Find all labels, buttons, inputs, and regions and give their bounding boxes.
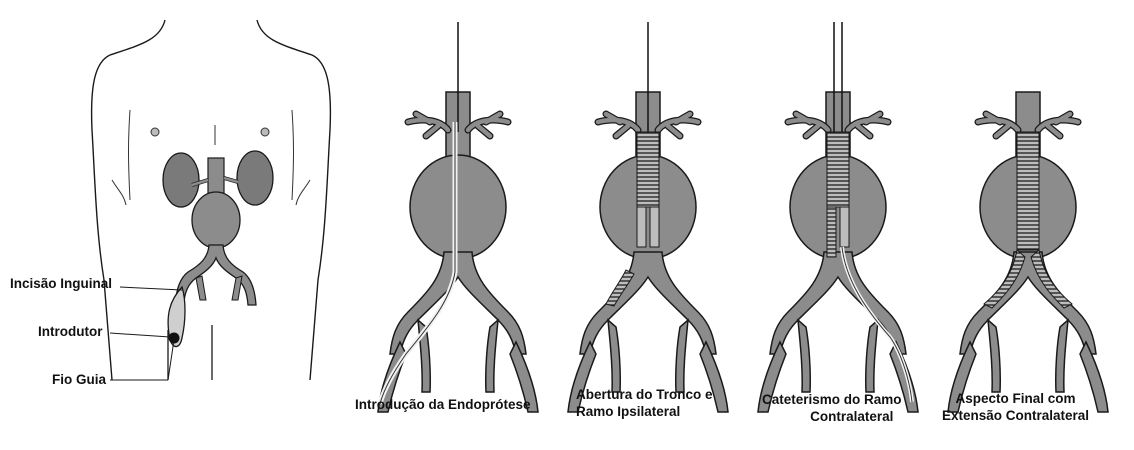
caption-step-3-line1: Cateterismo do Ramo — [762, 391, 902, 408]
step-3-illustration — [758, 22, 918, 412]
step-4-illustration — [948, 92, 1108, 412]
caption-step-2-line2: Ramo Ipsilateral — [576, 403, 713, 420]
caption-step-2-line1: Abertura do Tronco e — [576, 386, 713, 403]
caption-step-3-line2: Contralateral — [762, 408, 902, 425]
step-1-illustration — [378, 22, 538, 412]
caption-step-4-line2: Extensão Contralateral — [942, 407, 1089, 424]
nipple-left — [151, 128, 159, 136]
caption-step-2: Abertura do Tronco e Ramo Ipsilateral — [576, 386, 713, 420]
caption-step-1-line1: Introdução da Endoprótese — [355, 396, 531, 413]
step-2-illustration — [568, 22, 728, 412]
caption-step-4-line1: Aspecto Final com — [942, 390, 1089, 407]
kidney-right — [237, 151, 273, 205]
kidney-left — [163, 153, 199, 207]
label-incisao-inguinal: Incisão Inguinal — [10, 276, 112, 292]
human-torso-figure — [92, 20, 331, 380]
label-fio-guia: Fio Guia — [52, 372, 106, 388]
label-introdutor: Introdutor — [38, 324, 102, 340]
nipple-right — [261, 128, 269, 136]
caption-step-4: Aspecto Final com Extensão Contralateral — [942, 390, 1089, 424]
aneurysm-small — [192, 192, 240, 248]
caption-step-3: Cateterismo do Ramo Contralateral — [762, 391, 902, 425]
caption-step-1: Introdução da Endoprótese — [355, 396, 531, 413]
